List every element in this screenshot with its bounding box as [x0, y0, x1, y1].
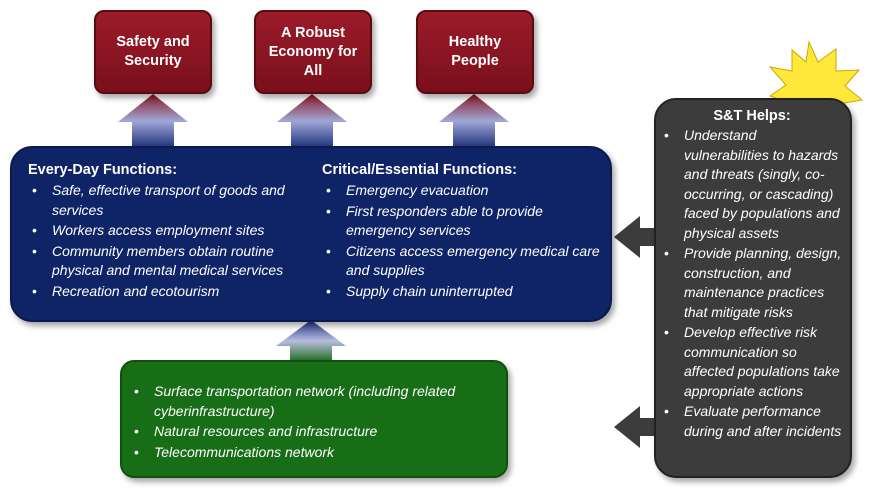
goal-label: Healthy People: [448, 34, 502, 69]
st-helps-title: S&T Helps:: [713, 108, 791, 124]
arrow-up-to-economy: [277, 94, 347, 148]
list-item: Safe, effective transport of goods and s…: [28, 181, 318, 220]
list-item: Natural resources and infrastructure: [130, 422, 496, 442]
functions-box: Every-Day Functions: Safe, effective tra…: [10, 146, 612, 322]
list-item: Community members obtain routine physica…: [28, 242, 318, 281]
list-item: Evaluate performance during and after in…: [662, 402, 842, 441]
everyday-functions-list: Safe, effective transport of goods and s…: [28, 181, 318, 301]
list-item: Provide planning, design, construction, …: [662, 244, 842, 322]
goal-robust-economy: A Robust Economy for All: [254, 10, 372, 94]
list-item: Citizens access emergency medical care a…: [322, 242, 604, 281]
goal-healthy-people: Healthy People: [416, 10, 534, 94]
everyday-functions-column: Every-Day Functions: Safe, effective tra…: [28, 160, 318, 302]
infrastructure-list: Surface transportation network (includin…: [130, 382, 496, 462]
everyday-functions-title: Every-Day Functions:: [28, 162, 178, 178]
goal-label: A Robust Economy for All: [268, 24, 358, 79]
list-item: Supply chain uninterrupted: [322, 282, 604, 302]
list-item: Surface transportation network (includin…: [130, 382, 496, 421]
st-helps-list: Understand vulnerabilities to hazards an…: [662, 126, 842, 441]
arrow-left-to-functions: [614, 216, 656, 258]
arrow-left-to-infrastructure: [614, 406, 656, 448]
arrow-up-to-functions: [276, 320, 346, 362]
critical-functions-title: Critical/Essential Functions:: [322, 162, 517, 178]
infrastructure-box: Surface transportation network (includin…: [120, 360, 508, 478]
critical-functions-list: Emergency evacuation First responders ab…: [322, 181, 604, 301]
goal-safety-security: Safety and Security: [94, 10, 212, 94]
arrow-up-to-safety: [118, 94, 188, 148]
st-helps-box: S&T Helps: Understand vulnerabilities to…: [654, 98, 852, 478]
list-item: First responders able to provide emergen…: [322, 202, 604, 241]
list-item: Telecommunications network: [130, 443, 496, 463]
arrow-up-to-health: [439, 94, 509, 148]
list-item: Develop effective risk communication so …: [662, 323, 842, 401]
goal-label: Safety and Security: [116, 34, 190, 69]
list-item: Understand vulnerabilities to hazards an…: [662, 126, 842, 243]
list-item: Workers access employment sites: [28, 221, 318, 241]
list-item: Recreation and ecotourism: [28, 282, 318, 302]
list-item: Emergency evacuation: [322, 181, 604, 201]
critical-functions-column: Critical/Essential Functions: Emergency …: [322, 160, 604, 302]
